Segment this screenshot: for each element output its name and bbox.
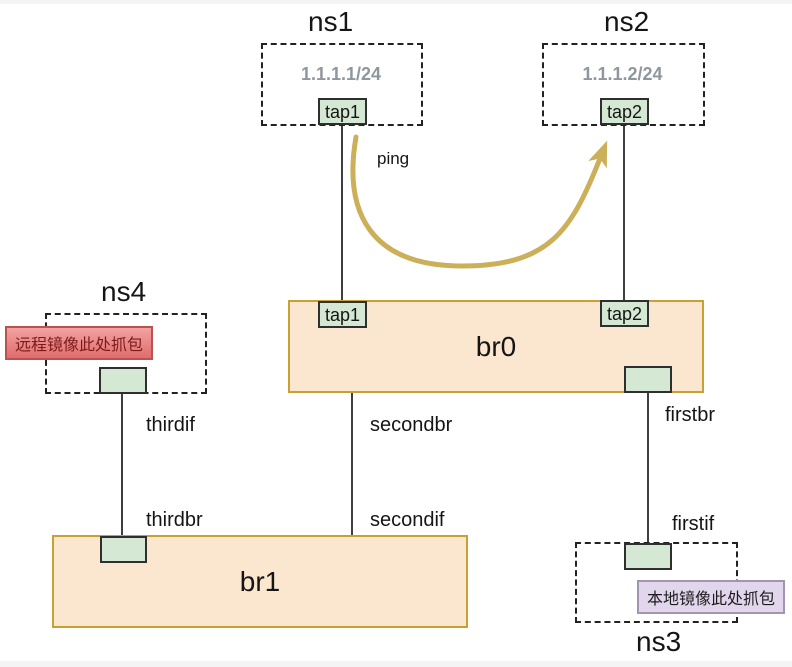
- ns2-box: [542, 43, 705, 126]
- link-ns1-tap1-to-br0: [341, 124, 343, 302]
- firstbr-label: firstbr: [665, 404, 715, 426]
- page-edge-bottom: [0, 661, 792, 667]
- page-edge-top: [0, 0, 792, 4]
- ns2-title: ns2: [604, 6, 650, 37]
- br0-title: br0: [475, 330, 517, 362]
- ns1-ip-address: 1.1.1.1/24: [300, 64, 382, 84]
- secondbr-label: secondbr: [370, 414, 453, 436]
- remote-capture-note: 远程镜像此处抓包: [5, 326, 154, 360]
- ns4-port: [99, 367, 147, 394]
- thirdif-label: thirdif: [146, 414, 195, 436]
- br0-tap2-port: tap2: [600, 300, 649, 327]
- ns3-firstif-port: [624, 543, 672, 570]
- secondif-label: secondif: [370, 509, 445, 531]
- firstif-label: firstif: [672, 513, 715, 535]
- br0-firstbr-port: [624, 366, 672, 393]
- ns2-ip-address: 1.1.1.2/24: [582, 64, 663, 84]
- link-ns2-tap2-to-br0: [623, 124, 625, 301]
- ns1-tap1-port: tap1: [318, 98, 367, 125]
- local-capture-note: 本地镜像此处抓包: [637, 580, 786, 614]
- ns2-tap2-port: tap2: [600, 98, 649, 125]
- br0-tap1-port: tap1: [318, 301, 367, 328]
- thirdbr-label: thirdbr: [146, 509, 203, 531]
- ns1-tap1-label: tap1: [324, 101, 361, 122]
- br1-title: br1: [239, 565, 281, 597]
- ping-label: ping: [377, 149, 410, 168]
- link-thirdif-thirdbr: [121, 394, 123, 536]
- ns4-title: ns4: [101, 276, 147, 307]
- link-secondbr-secondif: [351, 393, 353, 536]
- ns1-box: [261, 43, 423, 126]
- ns3-title: ns3: [636, 626, 682, 657]
- br1-thirdbr-port: [100, 536, 147, 563]
- ns2-tap2-label: tap2: [606, 101, 643, 122]
- br0-tap1-label: tap1: [324, 304, 361, 325]
- ns1-title: ns1: [308, 6, 354, 37]
- br0-tap2-label: tap2: [606, 303, 643, 324]
- link-firstbr-firstif: [647, 392, 649, 543]
